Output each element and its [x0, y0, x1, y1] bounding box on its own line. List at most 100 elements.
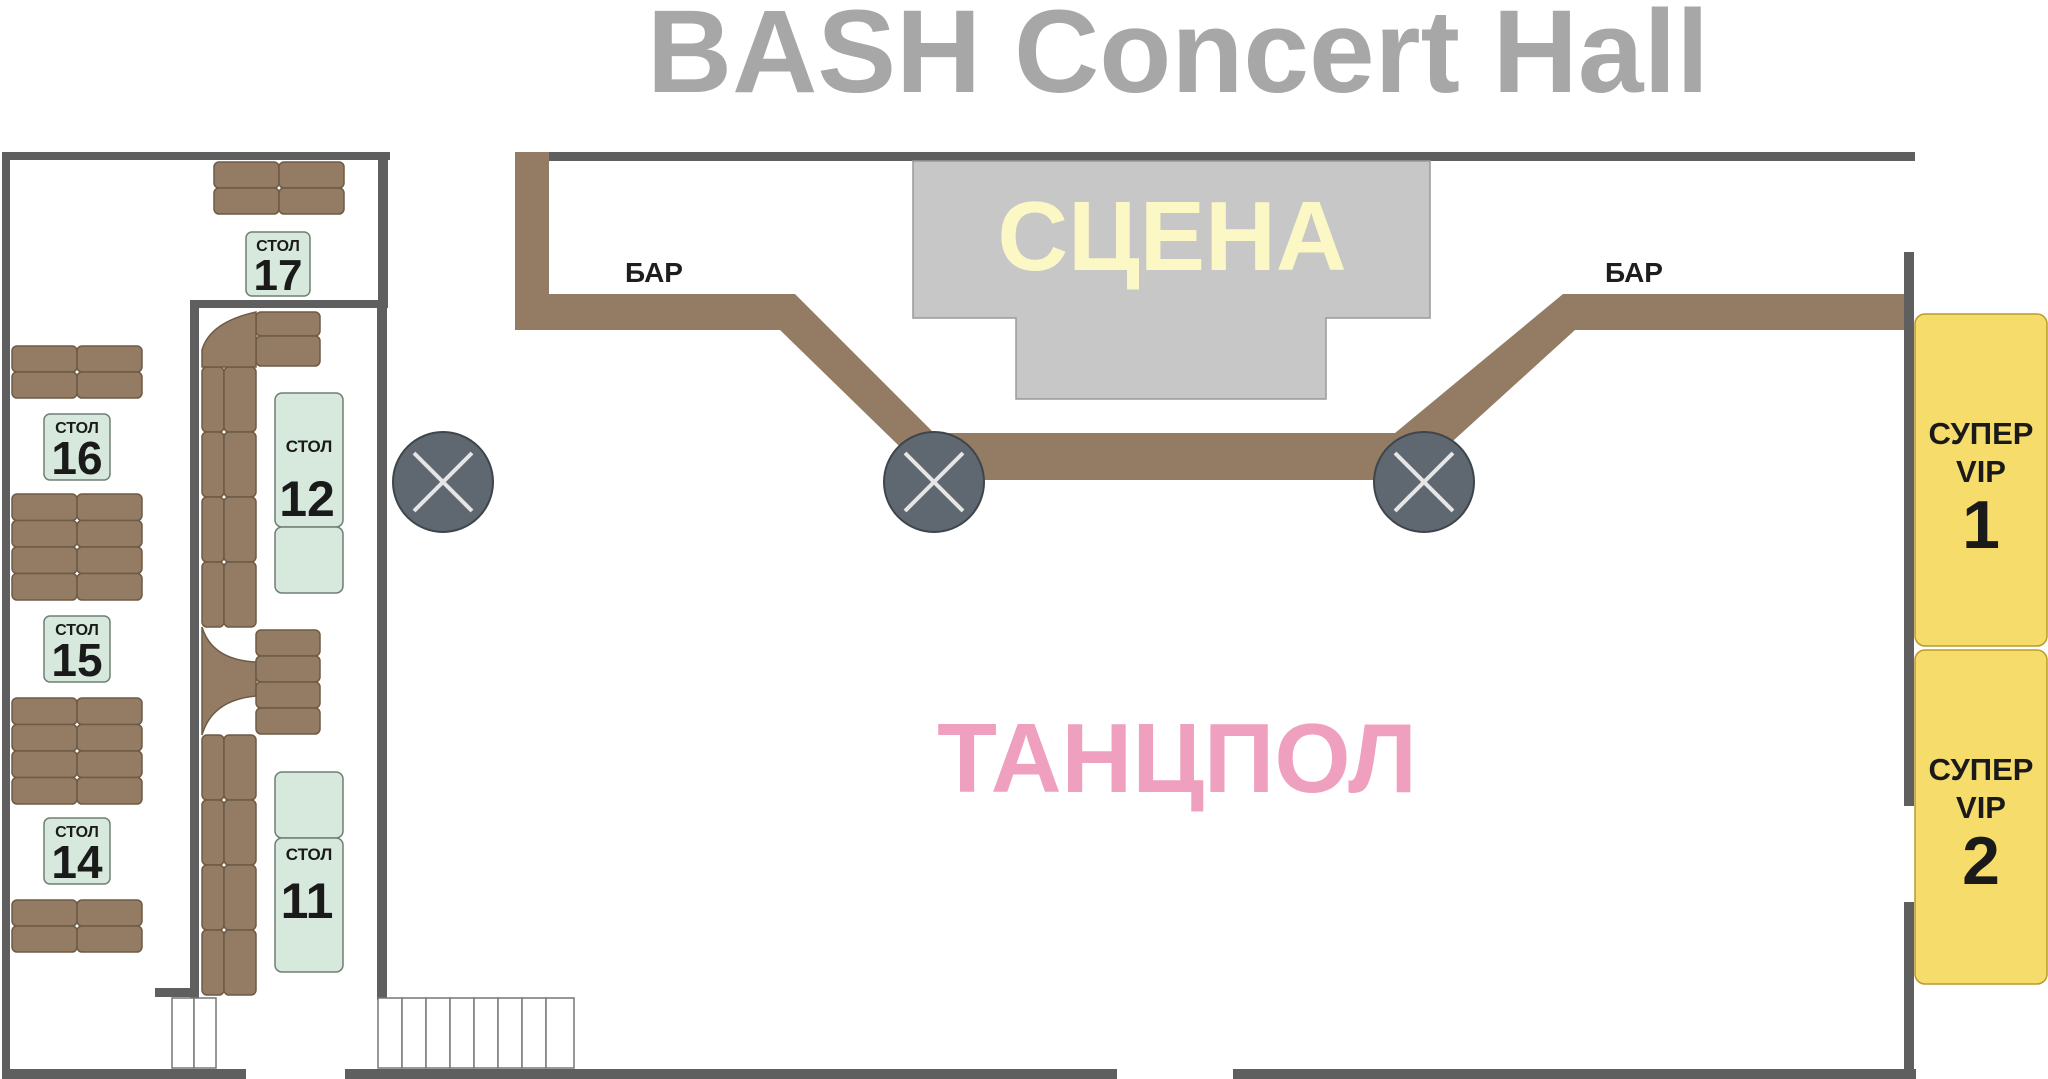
bench-corner	[201, 311, 257, 368]
bench-corner	[201, 626, 257, 736]
column-center	[883, 431, 985, 533]
table-11-number: 11	[281, 873, 334, 929]
sofa-table-14-bottom	[76, 899, 143, 927]
sofa-table-16-top	[11, 345, 78, 373]
table-14-word: СТОЛ	[55, 824, 99, 841]
walls	[2, 152, 1916, 1079]
vip-2-line2: VIP	[1956, 790, 2006, 825]
table-15[interactable]: СТОЛ 15	[43, 615, 111, 686]
sofa-table-16-top	[76, 345, 143, 373]
sofa-table-15-14	[11, 697, 78, 726]
sofa-table-15-14	[11, 750, 78, 779]
bar-label-right: БАР	[1605, 257, 1663, 288]
bench-segment	[201, 864, 225, 931]
bench-segment	[223, 366, 257, 433]
bench-segment	[223, 864, 257, 931]
bench-segment	[223, 431, 257, 498]
wall-inner-left	[190, 300, 199, 1000]
super-vip-2[interactable]: СУПЕР VIP 2	[1914, 649, 2048, 985]
column-right	[1373, 431, 1475, 533]
table-16-word: СТОЛ	[55, 420, 99, 437]
sofa-middle	[255, 681, 321, 709]
sofa-middle	[255, 707, 321, 735]
wall-hall-top	[515, 152, 1915, 161]
vip-1-line1: СУПЕР	[1929, 416, 2034, 451]
table-11-word: СТОЛ	[286, 845, 333, 864]
bench-segment	[223, 929, 257, 996]
sofa-table-17	[213, 161, 280, 189]
sofa-table-16-15	[76, 519, 143, 548]
bench-segment	[223, 734, 257, 801]
sofa-table-16-top	[11, 371, 78, 399]
stage-label: СЦЕНА	[997, 181, 1346, 291]
vip-2-number: 2	[1962, 823, 2000, 899]
stairs-left	[171, 997, 217, 1069]
wall-bottom-left	[2, 1069, 246, 1079]
table-16-number: 16	[51, 432, 102, 484]
table-17-word: СТОЛ	[256, 238, 300, 255]
bench-segment	[223, 561, 257, 628]
table-15-number: 15	[51, 634, 102, 686]
table-15-word: СТОЛ	[55, 622, 99, 639]
table-16[interactable]: СТОЛ 16	[43, 413, 111, 484]
sofa-table-16-15	[76, 493, 143, 522]
wall-right-upper	[1904, 252, 1914, 806]
bench-segment	[223, 799, 257, 866]
super-vip-1[interactable]: СУПЕР VIP 1	[1914, 313, 2048, 647]
sofa-table-14-bottom	[11, 925, 78, 953]
sofa-table-15-14	[76, 776, 143, 805]
table-12-number: 12	[279, 471, 335, 527]
wall-right-lower	[1904, 902, 1914, 1079]
stairs-main	[377, 997, 575, 1069]
sofa-table-16-15	[76, 572, 143, 601]
sofa-table-15-14	[11, 776, 78, 805]
bar-counter	[515, 152, 1904, 480]
sofa-table-14-bottom	[76, 925, 143, 953]
dance-floor-label: ТАНЦПОЛ	[937, 703, 1417, 813]
page-title: BASH Concert Hall	[647, 0, 1709, 118]
wall-left-top	[2, 152, 390, 160]
bar-label-left: БАР	[625, 257, 683, 288]
column-left	[392, 431, 494, 533]
sofa-table-17	[278, 187, 345, 215]
sofa-table-15-14	[76, 697, 143, 726]
sofa-table-15-14	[76, 750, 143, 779]
sofa-table-16-15	[76, 546, 143, 575]
wall-inner-right	[377, 300, 387, 1000]
sofa-top-inner	[255, 311, 321, 337]
sofa-group	[11, 161, 345, 996]
wall-left-right	[378, 152, 388, 308]
bench-segment	[201, 799, 225, 866]
wall-inner-top	[190, 300, 380, 308]
vip-2-line1: СУПЕР	[1929, 752, 2034, 787]
bench-segment	[201, 496, 225, 563]
table-17-number: 17	[254, 251, 303, 300]
table-11[interactable]: СТОЛ 11	[274, 771, 344, 973]
vip-1-line2: VIP	[1956, 454, 2006, 489]
sofa-table-16-15	[11, 519, 78, 548]
wall-inner-step	[155, 988, 199, 997]
sofa-table-16-15	[11, 546, 78, 575]
table-14-number: 14	[51, 836, 103, 888]
sofa-table-16-15	[11, 493, 78, 522]
sofa-table-15-14	[76, 723, 143, 752]
bench-segment	[201, 734, 225, 801]
vip-1-number: 1	[1962, 487, 2000, 563]
table-12[interactable]: СТОЛ 12	[274, 392, 344, 594]
sofa-table-15-14	[11, 723, 78, 752]
bench-segment	[201, 561, 225, 628]
sofa-middle	[255, 629, 321, 657]
sofa-table-17	[278, 161, 345, 189]
sofa-table-17	[213, 187, 280, 215]
wall-left-outer	[2, 152, 10, 1079]
sofa-middle	[255, 655, 321, 683]
stage-platform	[912, 160, 1431, 400]
bench-segment	[201, 431, 225, 498]
wall-bottom-right	[1233, 1069, 1916, 1079]
sofa-top-inner	[255, 335, 321, 367]
table-17[interactable]: СТОЛ 17	[245, 231, 311, 300]
table-14[interactable]: СТОЛ 14	[43, 817, 111, 888]
table-12-word: СТОЛ	[286, 437, 333, 456]
wall-bottom-middle	[345, 1069, 1117, 1079]
